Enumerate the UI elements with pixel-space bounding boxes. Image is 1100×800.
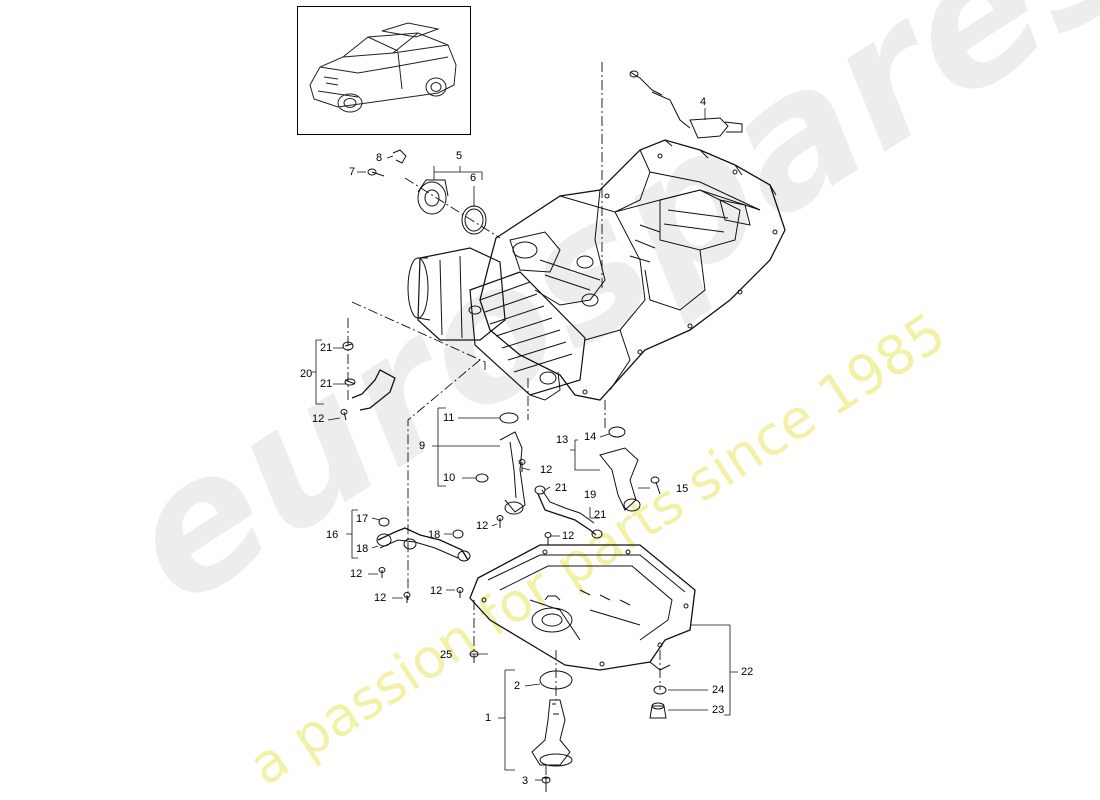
callout-12-f: 12 [374,592,387,604]
callout-7: 7 [349,166,356,178]
suv-icon [309,22,457,113]
clip-8 [392,149,407,164]
callout-21-b: 21 [320,378,333,390]
callout-3: 3 [522,775,529,787]
callout-25: 25 [440,649,453,661]
callout-12-c: 12 [476,520,489,532]
lower-oil-pan [469,544,696,671]
bolt-15 [650,476,661,495]
oil-level-sensor [531,670,573,767]
callout-22: 22 [741,666,754,678]
sensor-4 [629,70,743,139]
o-ring-6 [461,205,487,235]
callout-21-c: 21 [555,482,568,494]
pipe-20 [342,341,396,411]
callout-21-a: 21 [320,342,333,354]
callout-6: 6 [470,172,477,184]
callout-23: 23 [712,704,725,716]
plug-23 [649,702,667,719]
callout-24: 24 [712,684,725,696]
bolts-12 [340,409,552,663]
screw-7 [367,168,385,177]
oil-cooler [468,271,586,401]
callout-12-d: 12 [562,530,575,542]
oil-filter-housing [407,247,506,341]
callout-12-a: 12 [312,413,325,425]
callout-4: 4 [700,96,707,108]
callout-21-d: 21 [594,509,607,521]
callout-9: 9 [419,440,426,452]
callout-19: 19 [584,489,597,501]
pipe-9 [475,412,526,515]
upper-oil-pan [479,139,786,401]
callout-16: 16 [326,529,339,541]
callout-17: 17 [356,513,369,525]
flange-5 [417,179,449,215]
callout-12-g: 12 [430,585,443,597]
callout-15: 15 [676,483,689,495]
callout-12-b: 12 [540,464,553,476]
vehicle-thumbnail [297,6,471,135]
callout-1: 1 [485,712,492,724]
assembly-lines [347,62,661,790]
callout-14: 14 [584,431,597,443]
pipe-16 [376,517,471,562]
pipe-13 [599,426,641,512]
callout-18-a: 18 [356,543,369,555]
callout-10: 10 [443,472,456,484]
callout-18-b: 18 [428,529,441,541]
callout-2: 2 [514,680,521,692]
callout-8: 8 [376,152,383,164]
callout-20: 20 [300,368,313,380]
leader-lines [312,108,738,781]
callout-12-e: 12 [350,568,363,580]
callout-5: 5 [456,150,463,162]
callout-13: 13 [556,434,569,446]
callout-11: 11 [443,412,455,424]
